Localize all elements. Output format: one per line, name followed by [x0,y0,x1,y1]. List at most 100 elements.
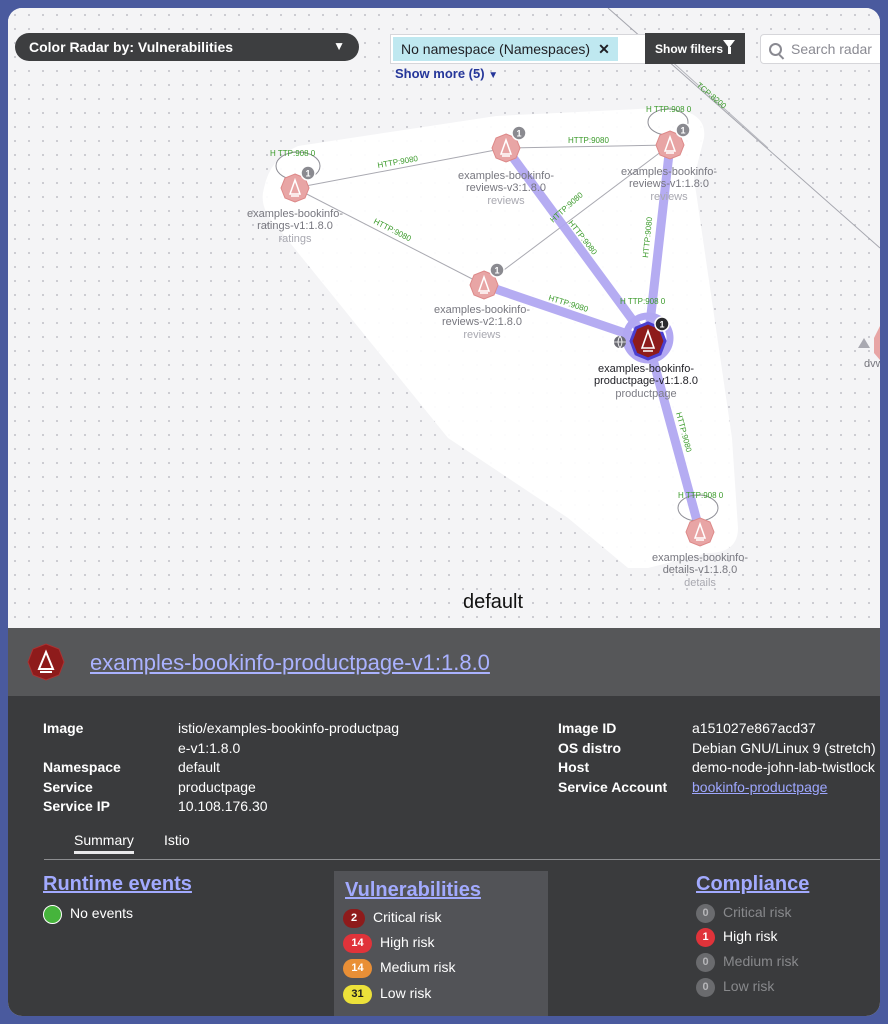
node-service: reviews [487,195,525,207]
show-filters-button[interactable]: Show filters [645,33,745,64]
filter-icon [723,40,735,54]
show-more-label: Show more (5) [395,66,485,81]
close-icon[interactable]: ✕ [598,41,610,57]
info-value-image-id: a151027e867acd37 [692,720,816,736]
svg-text:1: 1 [680,126,685,136]
node-label-reviews-v1[interactable]: examples-bookinfo- reviews-v1:1.8.0 revi… [621,166,717,203]
node-ratings[interactable]: 1 [280,165,316,203]
info-value-image: istio/examples-bookinfo-productpag [178,720,400,736]
node-service: reviews [463,329,501,341]
background-edge-tcp [667,57,769,149]
color-radar-label: Color Radar by: Vulnerabilities [29,39,234,55]
show-filters-label: Show filters [655,42,724,56]
info-key-os-distro: OS distro [558,740,622,756]
node-details[interactable] [685,517,715,547]
thin-edges [294,144,671,286]
node-badge [300,165,316,181]
compliance-label: Critical risk [723,904,792,921]
info-key-image: Image [43,720,84,736]
node-name: examples-bookinfo- productpage-v1:1.8.0 [594,363,698,387]
caret-down-icon: ▼ [333,39,345,53]
self-loop-label-details: H TTP:908 0 [678,491,724,500]
self-loop-label-productpage: H TTP:908 0 [620,297,666,306]
compliance-link[interactable]: Compliance [696,873,810,895]
node-reviews-v2[interactable]: 1 [469,262,505,300]
globe-icon [614,335,626,349]
info-value-service-ip: 10.108.176.30 [178,798,268,814]
info-value-os-distro: Debian GNU/Linux 9 (stretch) [692,740,876,756]
highlighted-edges [479,140,705,537]
node-badge [675,122,691,138]
compliance-label: Low risk [723,978,775,995]
search-radar-input[interactable]: Search radar [760,34,880,64]
node-name: examples-bookinfo- ratings-v1:1.8.0 [247,208,343,232]
detail-panel: examples-bookinfo-productpage-v1:1.8.0 I… [8,628,880,1016]
info-value-namespace: default [178,759,221,775]
vuln-medium-row[interactable]: 14 Medium risk [343,959,455,978]
caret-down-icon: ▼ [488,70,499,81]
node-label-productpage[interactable]: examples-bookinfo- productpage-v1:1.8.0 … [594,363,698,400]
node-service: productpage [615,388,677,400]
info-value-service: productpage [178,779,256,795]
node-reviews-v1[interactable]: 1 [655,122,691,160]
radar-graph[interactable]: TCP:8200 [8,8,880,628]
vulnerabilities-link[interactable]: Vulnerabilities [345,879,481,901]
info-key-namespace: Namespace [43,759,121,775]
node-label-dvwa-partial[interactable]: dvw [864,358,880,370]
image-stack-icon [858,338,870,348]
namespace-chip-label: No namespace (Namespaces) [401,41,591,57]
panel-title-link[interactable]: examples-bookinfo-productpage-v1:1.8.0 [90,650,490,675]
container-image-icon [27,643,65,681]
app-frame: TCP:8200 [8,8,880,1016]
namespace-chip[interactable]: No namespace (Namespaces) ✕ [393,37,618,61]
tab-istio[interactable]: Istio [164,832,190,848]
svg-text:1: 1 [494,266,499,276]
node-label-details[interactable]: examples-bookinfo- details-v1:1.8.0 deta… [652,552,748,589]
node-productpage[interactable]: 1 [614,316,670,361]
color-radar-dropdown[interactable]: Color Radar by: Vulnerabilities ▼ [15,33,359,61]
namespace-filter-input[interactable]: No namespace (Namespaces) ✕ [390,34,646,64]
self-loop-label-reviews-v1: H TTP:908 0 [646,105,692,114]
svg-text:1: 1 [659,320,664,330]
node-service: details [684,577,716,589]
info-key-service: Service [43,779,93,795]
node-service: reviews [650,191,688,203]
svg-text:1: 1 [305,169,310,179]
node-badge [511,125,527,141]
vuln-count-badge: 14 [343,959,372,978]
show-more-link[interactable]: Show more (5) ▼ [395,66,498,81]
runtime-events-link[interactable]: Runtime events [43,873,192,895]
node-label-reviews-v2[interactable]: examples-bookinfo- reviews-v2:1.8.0 revi… [434,304,530,341]
node-name: examples-bookinfo- reviews-v1:1.8.0 [621,166,717,190]
compliance-low-row[interactable]: 0 Low risk [696,978,774,997]
vuln-count-badge: 14 [343,934,372,953]
info-key-host: Host [558,759,590,775]
node-label-reviews-v3[interactable]: examples-bookinfo- reviews-v3:1.8.0 revi… [458,170,554,207]
compliance-count-badge: 0 [696,978,715,997]
node-dvwa-partial[interactable] [858,326,880,360]
info-key-service-account: Service Account [558,779,668,795]
search-icon [769,43,782,56]
node-reviews-v3[interactable]: 1 [491,125,527,163]
vuln-label: Low risk [380,985,432,1002]
vuln-label: Critical risk [373,909,442,926]
info-key-image-id: Image ID [558,720,617,736]
node-label-ratings[interactable]: examples-bookinfo- ratings-v1:1.8.0 rati… [247,208,343,245]
search-placeholder: Search radar [791,41,872,57]
service-account-link[interactable]: bookinfo-productpage [692,779,828,795]
runtime-status-text: No events [70,905,134,922]
tab-summary[interactable]: Summary [74,832,134,854]
tabs-divider [44,859,880,860]
compliance-count-badge: 0 [696,953,715,972]
radar-map[interactable]: TCP:8200 [8,8,880,628]
edge-label-tcp: TCP:8200 [695,81,729,111]
vuln-label: Medium risk [380,959,456,976]
node-name: examples-bookinfo- details-v1:1.8.0 [652,552,748,576]
info-value-host: demo-node-john-lab-twistlock [692,759,875,775]
